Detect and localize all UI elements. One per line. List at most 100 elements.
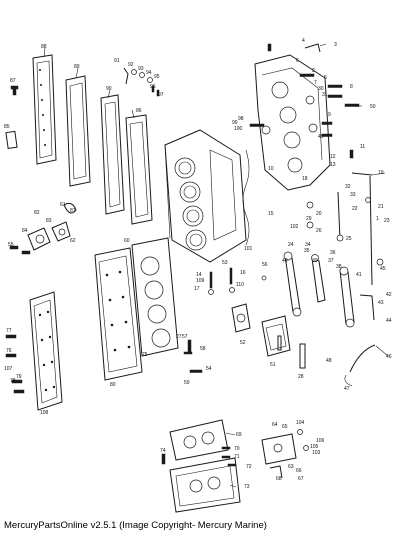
callout-19: 19 <box>378 170 384 176</box>
cylinder-head-gasket-60[interactable] <box>131 237 179 357</box>
callout-16: 16 <box>240 270 246 276</box>
callout-57: 57 <box>182 334 188 340</box>
callout-101: 101 <box>244 246 253 252</box>
callout-32: 32 <box>345 184 351 190</box>
callout-77: 77 <box>6 328 12 334</box>
callout-110: 110 <box>236 282 244 288</box>
callout-106: 106 <box>316 438 325 444</box>
connecting-rods[interactable] <box>283 251 355 328</box>
callout-64: 64 <box>272 422 278 428</box>
callout-23: 23 <box>384 218 390 224</box>
callout-30: 30 <box>318 86 324 92</box>
callout-104: 104 <box>296 420 305 426</box>
exhaust-manifold-73[interactable] <box>169 457 241 513</box>
callout-86: 86 <box>136 108 142 114</box>
callout-76: 76 <box>6 348 12 354</box>
cover-plate-108[interactable] <box>29 291 63 411</box>
callout-87: 87 <box>10 78 16 84</box>
exhaust-cover-gasket-88[interactable] <box>32 54 57 165</box>
cover-plate-50[interactable] <box>261 315 291 357</box>
callout-25: 25 <box>346 236 352 242</box>
callout-78: 78 <box>10 378 16 384</box>
cylinder-head-80[interactable] <box>94 247 143 381</box>
exhaust-divider-plate-89[interactable] <box>65 75 91 187</box>
callout-46: 46 <box>386 354 392 360</box>
callout-47: 47 <box>344 386 350 392</box>
leader-lines <box>43 43 389 488</box>
callout-79: 79 <box>16 374 22 380</box>
gasket-90[interactable] <box>100 94 125 215</box>
callout-4: 4 <box>302 38 305 44</box>
callout-5: 5 <box>324 75 327 81</box>
callout-43: 43 <box>378 300 384 306</box>
callout-33: 33 <box>350 192 356 198</box>
callout-92: 92 <box>128 62 134 68</box>
thermostat-housing[interactable] <box>9 202 77 255</box>
callout-85: 85 <box>4 124 10 130</box>
callout-70: 70 <box>234 446 240 452</box>
callout-108: 108 <box>40 410 49 416</box>
callout-95: 95 <box>154 74 160 80</box>
callout-20: 20 <box>316 211 322 217</box>
callout-72: 72 <box>246 464 252 470</box>
callout-27: 27 <box>176 334 182 340</box>
small-gasket-85[interactable] <box>5 130 18 150</box>
callout-3: 3 <box>334 42 337 48</box>
callout-60: 60 <box>124 238 130 244</box>
fasteners-70-72-74[interactable] <box>161 446 237 467</box>
callout-28: 28 <box>298 374 304 380</box>
callout-21: 21 <box>378 204 384 210</box>
callout-74: 74 <box>160 448 166 454</box>
callout-9: 9 <box>328 112 331 118</box>
callout-97: 97 <box>158 92 164 98</box>
callout-56: 56 <box>262 262 268 268</box>
callout-11: 11 <box>360 144 365 150</box>
callout-50: 50 <box>370 104 376 110</box>
callout-1: 1 <box>376 216 379 222</box>
callout-34: 34 <box>305 242 311 248</box>
throttle-linkage[interactable] <box>306 172 384 321</box>
crankcase[interactable] <box>254 54 331 191</box>
callout-91: 91 <box>114 58 120 64</box>
callout-65: 65 <box>282 424 288 430</box>
parts-48-51[interactable] <box>277 335 306 369</box>
crankcase-fasteners[interactable] <box>249 43 360 159</box>
studs-center[interactable] <box>183 267 267 373</box>
callout-14: 14 <box>196 272 202 278</box>
callout-42: 42 <box>386 292 392 298</box>
callout-67: 67 <box>298 476 304 482</box>
callout-15: 15 <box>268 211 274 217</box>
callout-44: 44 <box>386 318 392 324</box>
callout-labels: 1 2 3 4 5 6 7 8 9 10 11 12 13 14 15 16 1… <box>4 38 392 490</box>
hose-47[interactable] <box>344 374 353 387</box>
callout-17: 17 <box>194 286 200 292</box>
callout-100: 100 <box>234 126 243 132</box>
callout-40: 40 <box>282 258 288 264</box>
small-parts-91-97[interactable] <box>123 67 160 97</box>
bolt-87[interactable] <box>10 85 19 96</box>
callout-107: 107 <box>4 366 13 372</box>
callout-94: 94 <box>146 70 152 76</box>
callout-48: 48 <box>326 358 332 364</box>
copyright-caption: MercuryPartsOnline v2.5.1 (Image Copyrig… <box>4 520 267 531</box>
bracket-assembly-62-68[interactable] <box>261 429 309 479</box>
hose-46[interactable] <box>349 344 376 373</box>
callout-84: 84 <box>22 228 28 234</box>
callout-58: 58 <box>200 346 206 352</box>
bypass-cover-52[interactable] <box>231 303 251 333</box>
cylinder-block[interactable] <box>164 129 247 263</box>
callout-12: 12 <box>330 154 336 160</box>
callout-102: 102 <box>290 224 299 230</box>
callout-24: 24 <box>288 242 294 248</box>
callout-53: 53 <box>222 260 228 266</box>
fittings-76-79-107[interactable] <box>5 334 25 394</box>
callout-45: 45 <box>380 266 386 272</box>
gasket-86[interactable] <box>125 114 153 225</box>
callout-88: 88 <box>41 44 47 50</box>
callout-71: 71 <box>234 454 240 460</box>
callout-63: 63 <box>288 464 294 470</box>
callout-36: 36 <box>330 250 336 256</box>
callout-54: 54 <box>206 366 212 372</box>
exhaust-plate-69[interactable] <box>169 419 229 461</box>
callout-90: 90 <box>106 86 112 92</box>
